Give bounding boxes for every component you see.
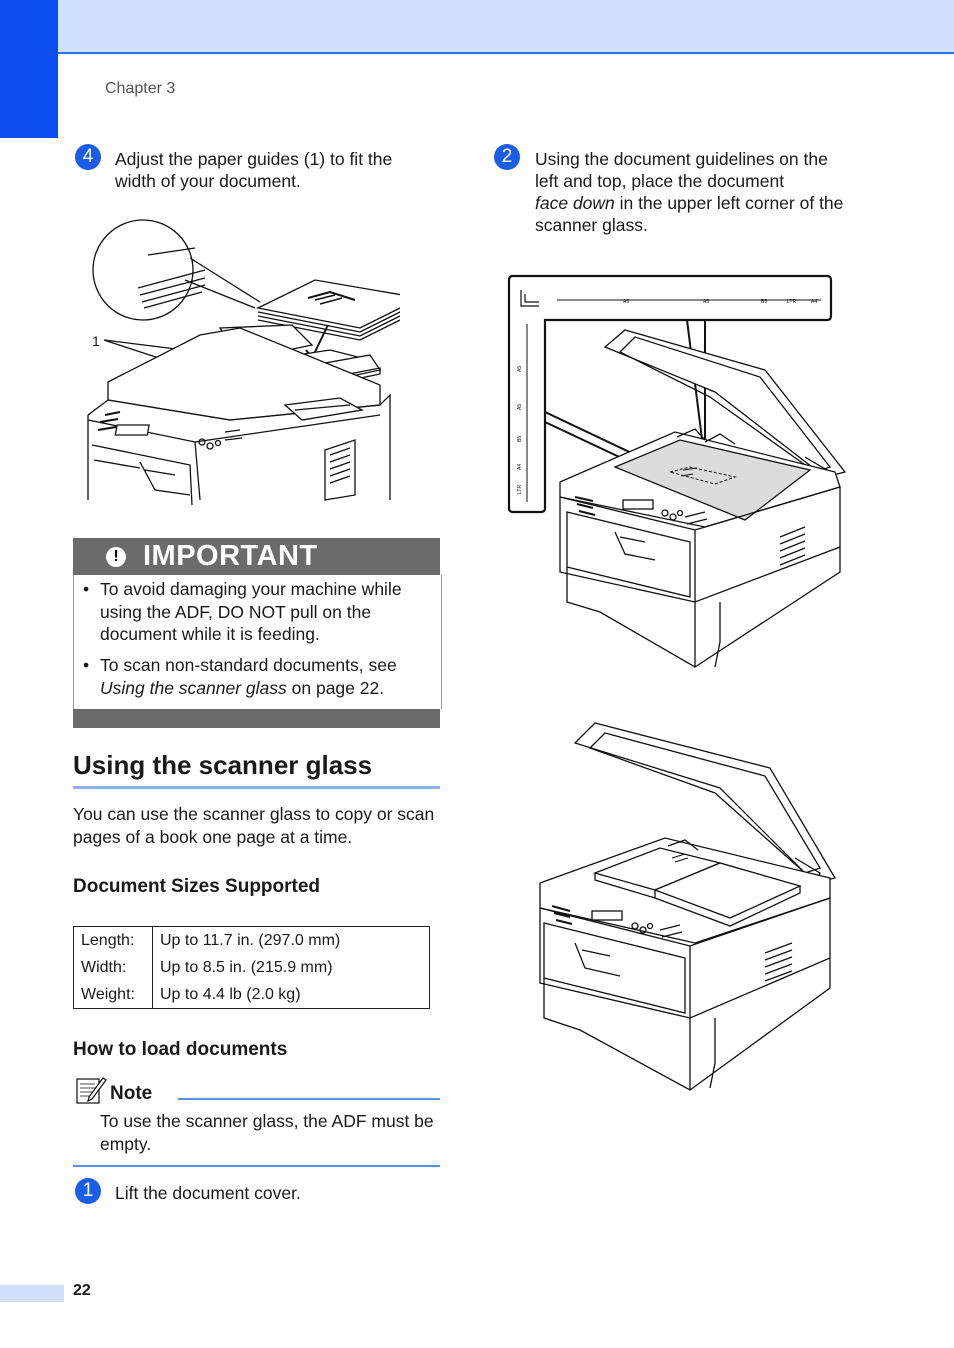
important-bullet-1: •To avoid damaging your machine while us… [83, 579, 402, 644]
note-rule [178, 1098, 440, 1100]
adf-illustration: 1 [87, 219, 400, 505]
svg-text:A5: A5 [517, 366, 523, 372]
step-number-4: 4 [75, 144, 101, 170]
section-intro: You can use the scanner glass to copy or… [73, 804, 435, 847]
note-bottom-rule [73, 1165, 440, 1167]
step-1-text: Lift the document cover. [115, 1183, 301, 1203]
cross-reference-link[interactable]: Using the scanner glass [100, 677, 287, 698]
step-number-2: 2 [494, 144, 520, 170]
important-footer [73, 709, 440, 728]
sizes-heading: Document Sizes Supported [73, 876, 321, 897]
step-number-1: 1 [75, 1178, 101, 1204]
book-on-glass-illustration [539, 722, 837, 1091]
svg-text:LTR: LTR [517, 485, 523, 494]
svg-text:B5: B5 [761, 299, 767, 305]
table-row: Width: Up to 8.5 in. (215.9 mm) [73, 954, 430, 981]
step-2-text: Using the document guidelines on the lef… [535, 149, 844, 235]
svg-text:A4: A4 [811, 299, 817, 305]
page-number: 22 [73, 1282, 91, 1299]
chapter-label: Chapter 3 [105, 80, 176, 97]
important-bullet-2: •To scan non-standard documents, see Usi… [83, 655, 397, 698]
row-label: Length: [73, 926, 153, 954]
chapter-tab [0, 0, 58, 138]
row-value: Up to 8.5 in. (215.9 mm) [160, 958, 333, 976]
header-bar [0, 0, 954, 54]
svg-text:B5: B5 [517, 436, 523, 442]
load-heading: How to load documents [73, 1039, 288, 1060]
table-row: Length: Up to 11.7 in. (297.0 mm) [73, 926, 430, 954]
row-value: Up to 4.4 lb (2.0 kg) [160, 985, 301, 1003]
section-title: Using the scanner glass [73, 750, 373, 780]
row-value: Up to 11.7 in. (297.0 mm) [160, 931, 341, 949]
row-label: Weight: [73, 981, 153, 1009]
note-text: To use the scanner glass, the ADF must b… [100, 1111, 434, 1154]
svg-text:A5: A5 [517, 404, 523, 410]
note-label: Note [110, 1083, 153, 1104]
important-body: •To avoid damaging your machine while us… [73, 575, 442, 709]
exclamation-icon: ! [106, 547, 126, 567]
table-row: Weight: Up to 4.4 lb (2.0 kg) [73, 981, 430, 1009]
step-4-text: Adjust the paper guides (1) to fit the w… [115, 149, 393, 191]
svg-text:A6: A6 [623, 299, 629, 305]
section-rule [73, 786, 440, 789]
callout-1: 1 [92, 333, 100, 349]
guide-marks: A6 A5 B5 LTR A4 A5 A5 B5 A4 LTR [517, 299, 817, 494]
important-title: IMPORTANT [143, 540, 318, 572]
page-number-bar [0, 1285, 64, 1302]
svg-text:A4: A4 [517, 464, 523, 470]
row-label: Width: [73, 954, 153, 981]
important-header: ! IMPORTANT [73, 538, 440, 575]
svg-text:A5: A5 [703, 299, 709, 305]
note-pencil-icon [76, 1077, 107, 1104]
sizes-table: Length: Up to 11.7 in. (297.0 mm) Width:… [73, 926, 430, 1009]
scanner-guides-illustration: A6 A5 B5 LTR A4 A5 A5 B5 A4 LTR [507, 274, 847, 668]
svg-text:LTR: LTR [787, 299, 796, 305]
